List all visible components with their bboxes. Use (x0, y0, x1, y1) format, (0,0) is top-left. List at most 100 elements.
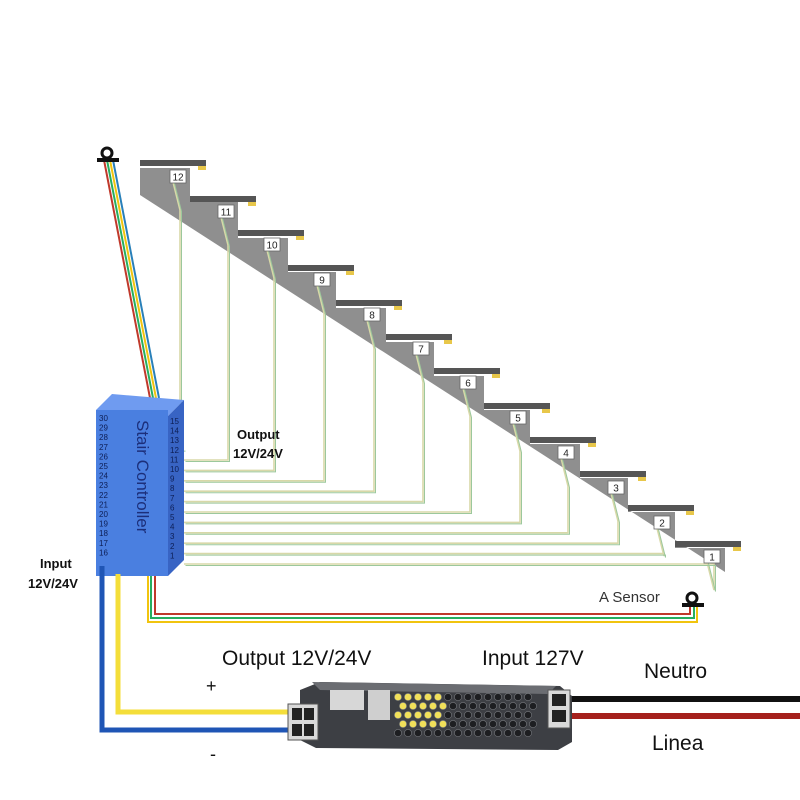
vent-hole (404, 729, 412, 737)
step-label-text: 7 (418, 345, 424, 356)
vent-hole (484, 711, 492, 719)
pin-label: 3 (170, 532, 175, 541)
step-wire (184, 453, 569, 534)
vent-hole (474, 711, 482, 719)
stair-controller (96, 394, 184, 576)
step-label: 4 (557, 445, 575, 460)
controller-input-label-line1: Input (40, 556, 72, 571)
vent-hole (479, 702, 487, 710)
step-label-text: 1 (709, 553, 715, 564)
vent-hole (409, 720, 417, 728)
step-wire (184, 212, 229, 461)
vent-hole (469, 720, 477, 728)
pin-label: 19 (99, 520, 108, 529)
vent-hole (524, 729, 532, 737)
psu-output-label: Output 12V/24V (222, 647, 372, 670)
pin-label: 12 (170, 446, 179, 455)
pin-label: 29 (99, 424, 108, 433)
step-label: 1 (703, 549, 721, 564)
vent-hole (424, 729, 432, 737)
stair-tread (434, 368, 500, 374)
vent-hole (484, 693, 492, 701)
step-wire-green (185, 385, 472, 514)
led-strip (542, 409, 550, 413)
sensor-label: A Sensor (599, 589, 660, 606)
pin-label: 21 (99, 500, 108, 509)
led-strip (198, 166, 206, 170)
vent-hole (439, 720, 447, 728)
stair-tread (336, 300, 402, 306)
vent-hole (504, 729, 512, 737)
pin-label: 23 (99, 481, 108, 490)
step-wire-green (185, 317, 376, 494)
pin-label: 17 (99, 539, 108, 548)
vent-hole (519, 720, 527, 728)
negative-wire (99, 566, 298, 733)
pin-label: 14 (170, 427, 179, 436)
step-wire-green (185, 351, 425, 504)
vent-hole (524, 711, 532, 719)
vent-hole (394, 693, 402, 701)
stair-tread (675, 541, 741, 547)
step-label: 3 (607, 480, 625, 495)
pin-label: 10 (170, 465, 179, 474)
pin-label: 1 (170, 551, 175, 560)
vent-hole (514, 693, 522, 701)
pin-label: 24 (99, 472, 108, 481)
step-wire-green (185, 525, 666, 558)
vent-hole (424, 693, 432, 701)
vent-hole (419, 720, 427, 728)
controller-title: Stair Controller (133, 420, 152, 534)
plus-sign: + (206, 676, 217, 696)
step-wire (184, 383, 471, 513)
vent-hole (504, 711, 512, 719)
pin-label: 8 (170, 484, 175, 493)
led-strip (296, 236, 304, 240)
psu-input-label: Input 127V (482, 647, 584, 670)
step-wire (184, 418, 521, 524)
psu-vent-holes (394, 693, 537, 737)
step-label-text: 9 (319, 276, 325, 287)
vent-hole (484, 729, 492, 737)
vent-hole (519, 702, 527, 710)
neutral-label: Neutro (644, 660, 708, 683)
stair-tread (530, 437, 596, 443)
vent-hole (514, 729, 522, 737)
pin-label: 6 (170, 503, 175, 512)
step-label-text: 4 (563, 449, 569, 460)
pin-label: 5 (170, 513, 175, 522)
vent-hole (464, 693, 472, 701)
step-wire-green (185, 282, 326, 483)
vent-hole (509, 702, 517, 710)
bottom-sensor-icon (682, 591, 704, 607)
vent-hole (454, 729, 462, 737)
pin-label: 18 (99, 529, 108, 538)
vent-hole (399, 720, 407, 728)
pin-label: 2 (170, 542, 175, 551)
vent-hole (494, 711, 502, 719)
step-wire (184, 280, 325, 482)
step-wire-green (185, 455, 570, 535)
pin-label: 13 (170, 436, 179, 445)
step-wire (184, 315, 375, 493)
vent-hole (414, 711, 422, 719)
minus-sign: - (210, 744, 216, 764)
step-wire (184, 523, 665, 557)
vent-hole (454, 711, 462, 719)
power-supply (287, 682, 572, 750)
vent-hole (424, 711, 432, 719)
vent-hole (494, 693, 502, 701)
vent-hole (529, 720, 537, 728)
vent-hole (489, 720, 497, 728)
step-label: 5 (509, 410, 527, 425)
positive-wire (115, 574, 298, 715)
vent-hole (404, 711, 412, 719)
vent-hole (479, 720, 487, 728)
controller-output-label-line1: Output (237, 427, 280, 442)
led-strip (346, 271, 354, 275)
vent-hole (439, 702, 447, 710)
pin-label: 7 (170, 494, 175, 503)
